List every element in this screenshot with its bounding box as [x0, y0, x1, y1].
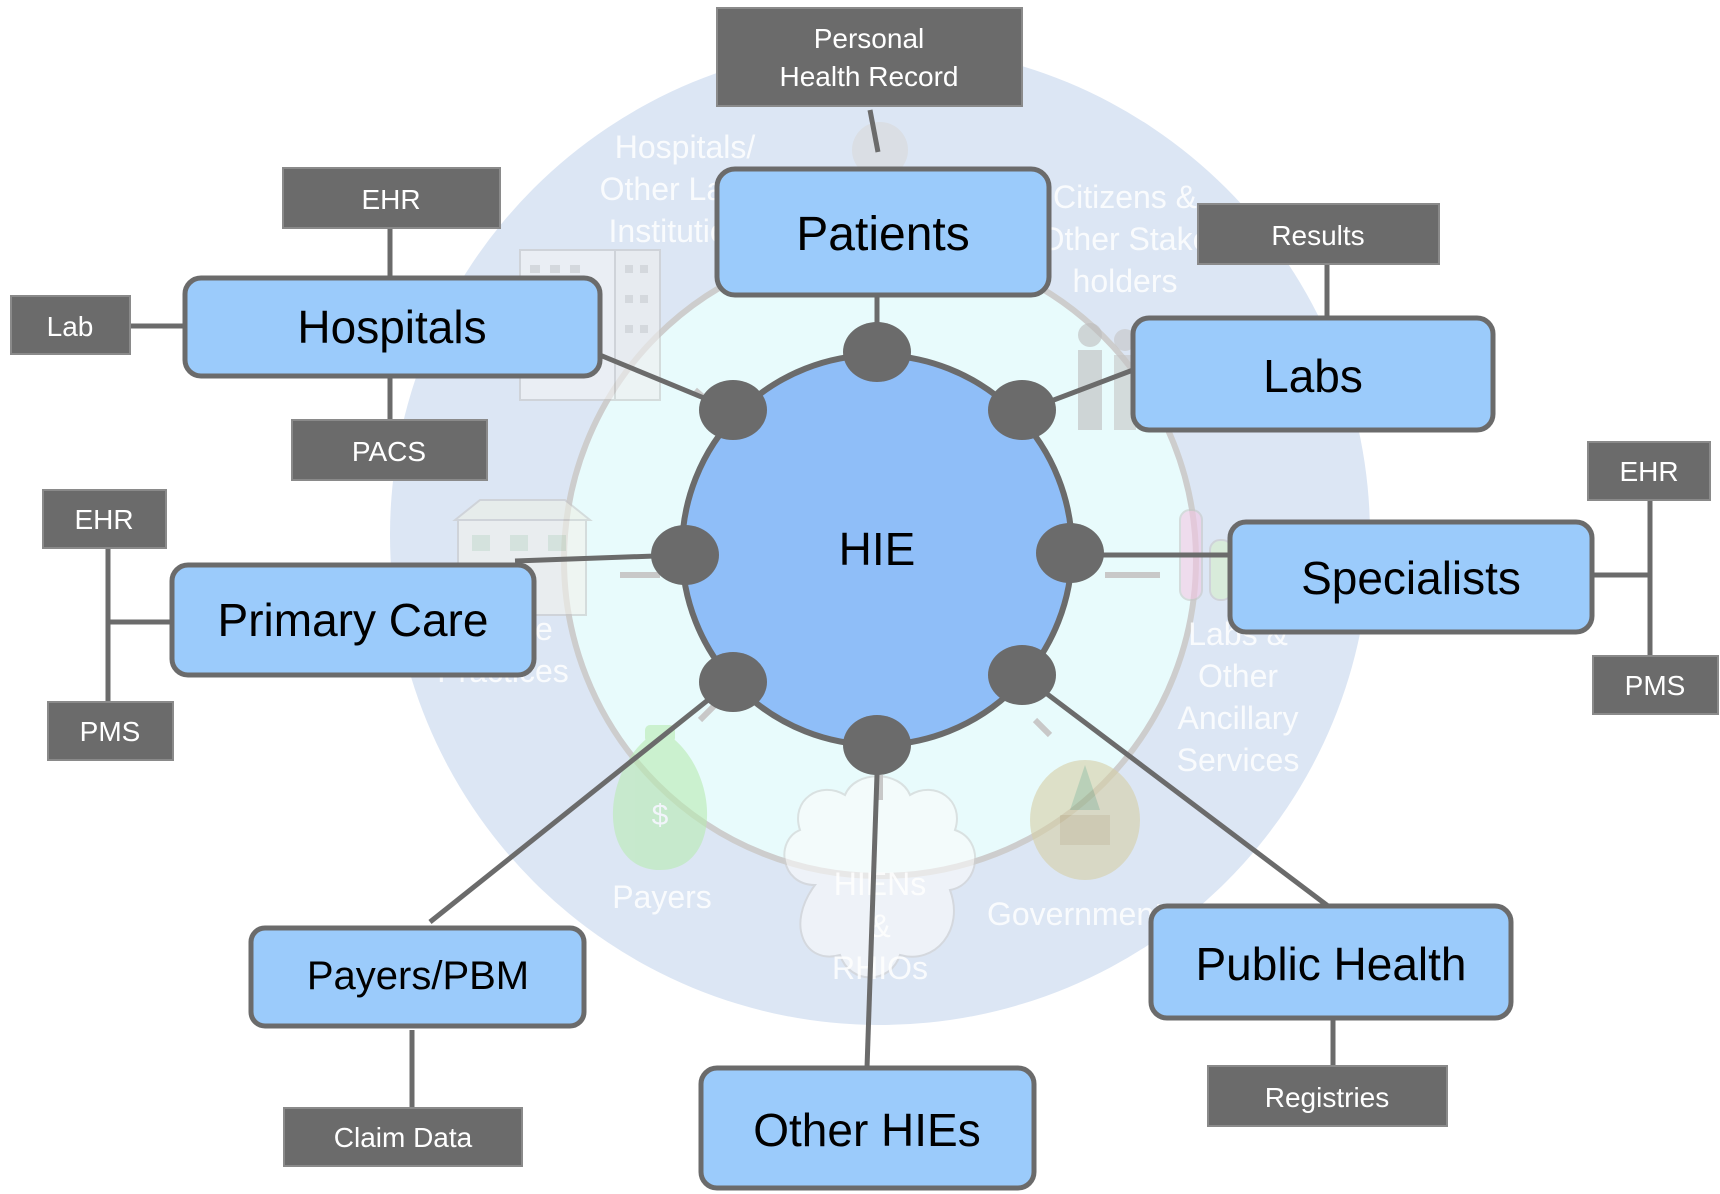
stakeholder-box: [169, 562, 537, 678]
background-label-government: Government: [987, 896, 1163, 932]
system-label: EHR: [1619, 456, 1678, 487]
stakeholder-box: [1148, 903, 1514, 1021]
stakeholder-box: [714, 166, 1052, 298]
stakeholder-labs: Labs: [1130, 315, 1496, 433]
connection-node: [988, 380, 1056, 440]
hub-connection-nodes: [651, 322, 1104, 775]
system-public-registries: Registries: [1207, 1065, 1448, 1127]
background-label-hiens: HIENs & RHIOs: [832, 866, 928, 986]
connector-line: [1020, 673, 1330, 908]
stakeholder-box: [1130, 315, 1496, 433]
connection-node: [1036, 523, 1104, 583]
connector-line: [428, 678, 735, 924]
money-bag-icon: $: [612, 725, 708, 870]
system-label: EHR: [74, 504, 133, 535]
system-hospital-ehr: EHR: [282, 167, 501, 229]
system-label: PMS: [80, 716, 141, 747]
stakeholder-patients: Patients: [714, 166, 1052, 298]
stakeholder-primary-care: Primary Care: [169, 562, 537, 678]
system-primary-pms: PMS: [47, 701, 174, 761]
background-label-citizens: Citizens & Other Stake holders: [1040, 179, 1211, 299]
system-box: [42, 489, 167, 549]
system-box: [283, 1107, 523, 1167]
system-label: PACS: [352, 436, 426, 467]
connection-node: [843, 715, 911, 775]
stakeholder-label: Hospitals: [297, 301, 486, 353]
system-label: PMS: [1625, 670, 1686, 701]
bg-label-line: Citizens &: [1053, 179, 1197, 215]
bg-label-line: RHIOs: [832, 950, 928, 986]
stakeholder-label: Patients: [796, 208, 969, 261]
bg-label-line: Ancillary: [1178, 700, 1299, 736]
hub-label: HIE: [839, 523, 916, 575]
system-box: [716, 7, 1023, 107]
system-label: Registries: [1265, 1082, 1389, 1113]
bg-label-line: Hospitals/: [615, 129, 756, 165]
stakeholder-label: Public Health: [1195, 938, 1466, 990]
stakeholder-other-hies: Other HIEs: [698, 1065, 1037, 1191]
system-box: [1207, 1065, 1448, 1127]
bg-label-line: Other: [1198, 658, 1278, 694]
connection-node: [699, 652, 767, 712]
bg-label-line: HIENs: [834, 866, 926, 902]
system-box: [10, 295, 131, 355]
stakeholder-label: Other HIEs: [753, 1104, 981, 1156]
stakeholder-label: Primary Care: [218, 594, 489, 646]
system-label: Results: [1271, 220, 1364, 251]
stakeholder-box: [1227, 519, 1595, 635]
system-specialists-ehr: EHR: [1587, 441, 1711, 501]
system-label: Claim Data: [334, 1122, 473, 1153]
system-hospital-lab: Lab: [10, 295, 131, 355]
stakeholder-hospitals: Hospitals: [182, 275, 603, 379]
stakeholder-payers-pbm: Payers/PBM: [248, 925, 587, 1029]
state-seal-icon: [1030, 760, 1140, 880]
system-labs-results: Results: [1197, 203, 1440, 265]
cloud-icon: [783, 775, 977, 979]
system-box: [1587, 441, 1711, 501]
dollar-icon: $: [652, 799, 669, 832]
arrow-icon: [1032, 717, 1053, 738]
connector-lines: [105, 109, 1653, 1108]
stakeholder-public-health: Public Health: [1148, 903, 1514, 1021]
system-box: [1592, 655, 1719, 715]
system-box: [291, 419, 488, 481]
connection-node: [988, 645, 1056, 705]
system-primary-ehr: EHR: [42, 489, 167, 549]
bg-label-line: &: [869, 908, 890, 944]
system-box: [282, 167, 501, 229]
system-specialists-pms: PMS: [1592, 655, 1719, 715]
system-box: [1197, 203, 1440, 265]
system-label: Health Record: [780, 61, 959, 92]
connection-node: [699, 380, 767, 440]
bg-label-line: holders: [1073, 263, 1178, 299]
stakeholder-box: [698, 1065, 1037, 1191]
bg-label-line: Other Stake: [1040, 221, 1211, 257]
background-label-payers: Payers: [612, 879, 712, 915]
stakeholder-box: [248, 925, 587, 1029]
stakeholder-specialists: Specialists: [1227, 519, 1595, 635]
connector-line: [867, 109, 881, 153]
connection-node: [651, 525, 719, 585]
system-hospital-pacs: PACS: [291, 419, 488, 481]
connection-node: [843, 322, 911, 382]
system-phr: Personal Health Record: [716, 7, 1023, 107]
stakeholder-box: [182, 275, 603, 379]
bg-label-line: Services: [1177, 742, 1300, 778]
stakeholder-label: Payers/PBM: [307, 954, 529, 998]
system-payers-claim: Claim Data: [283, 1107, 523, 1167]
stakeholder-label: Specialists: [1301, 552, 1521, 604]
system-box: [47, 701, 174, 761]
system-label: EHR: [361, 184, 420, 215]
stakeholder-label: Labs: [1263, 350, 1363, 402]
system-label: Personal: [814, 23, 925, 54]
connector-line: [864, 744, 881, 1069]
system-label: Lab: [47, 311, 94, 342]
